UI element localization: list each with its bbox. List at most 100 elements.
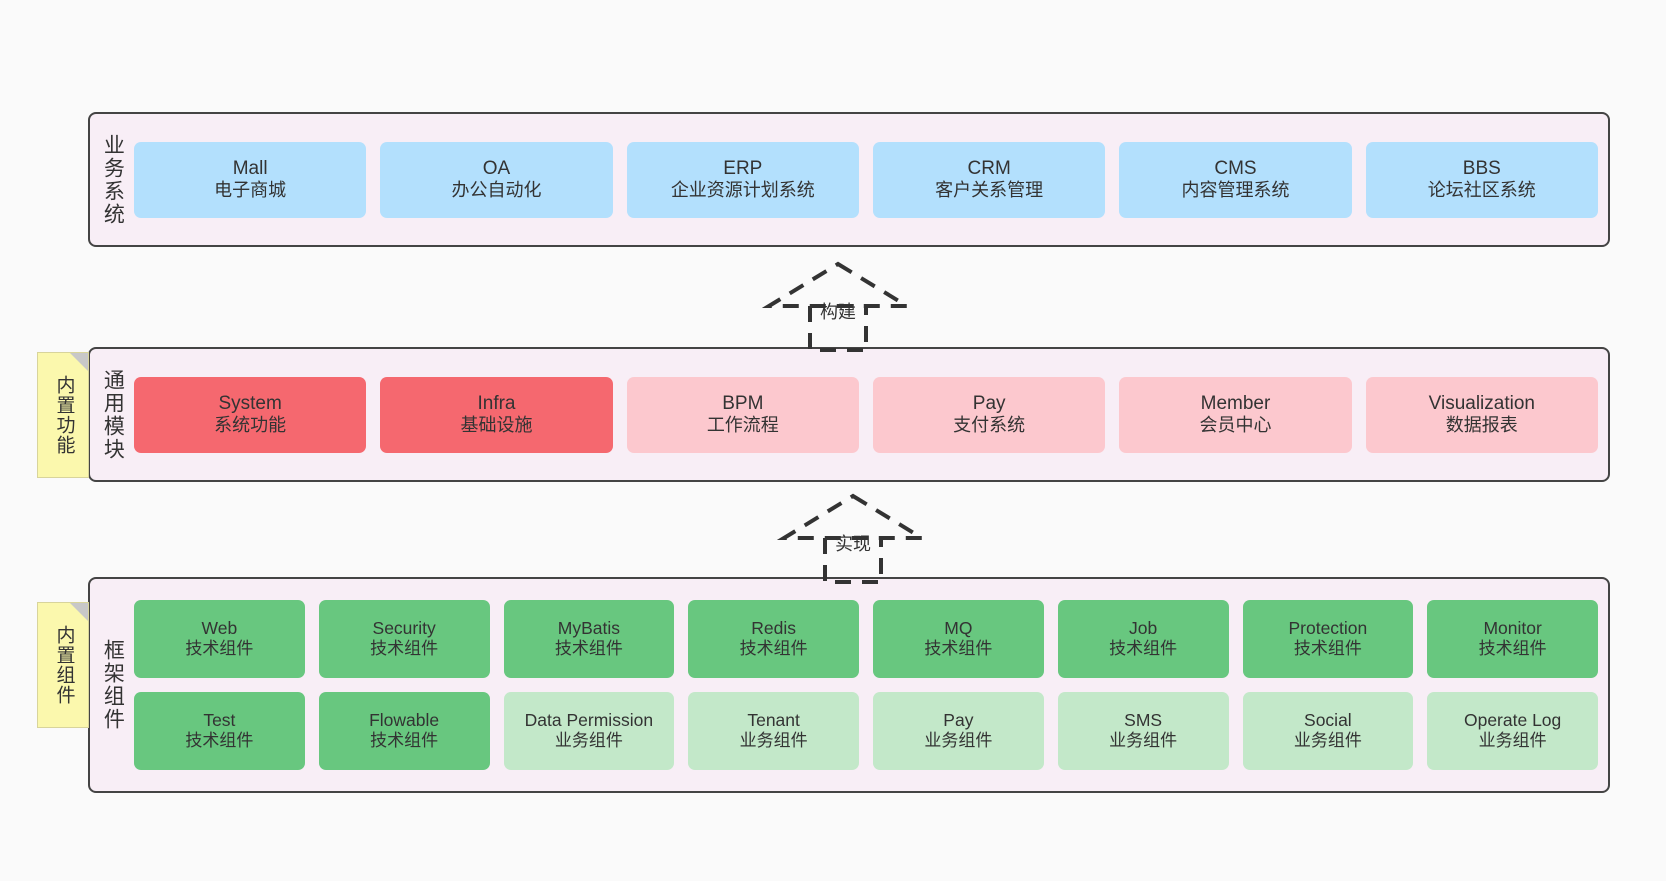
module-card-subtitle: 会员中心	[1199, 415, 1272, 436]
sticky-note-label: 内置功能	[53, 375, 75, 455]
module-card-subtitle: 基础设施	[460, 415, 533, 436]
module-card-subtitle: 客户关系管理	[935, 180, 1044, 201]
component-card-subtitle: 业务组件	[1109, 731, 1178, 751]
module-card-title: Infra	[477, 392, 516, 414]
module-card-subtitle: 数据报表	[1445, 415, 1518, 436]
sticky-note-label: 内置组件	[53, 625, 75, 705]
component-card-title: Job	[1129, 617, 1158, 638]
layer-row: Mall 电子商城 OA 办公自动化 ERP 企业资源计划系统 CRM 客户关系…	[134, 141, 1598, 218]
component-card-operate-log[interactable]: Operate Log 业务组件	[1427, 692, 1598, 770]
connector-build-shape	[761, 261, 915, 352]
component-card-social[interactable]: Social 业务组件	[1242, 692, 1414, 770]
component-card-title: Social	[1304, 709, 1352, 730]
module-card-cms[interactable]: CMS 内容管理系统	[1119, 141, 1352, 218]
layer-title-common-module: 通用模块	[101, 368, 125, 461]
module-card-system[interactable]: System 系统功能	[134, 376, 367, 453]
module-card-title: OA	[482, 157, 511, 179]
component-card-subtitle: 技术组件	[185, 731, 254, 751]
component-card-subtitle: 技术组件	[739, 639, 808, 659]
component-card-subtitle: 业务组件	[924, 731, 993, 751]
component-card-subtitle: 技术组件	[1109, 639, 1178, 659]
module-card-oa[interactable]: OA 办公自动化	[380, 141, 613, 218]
module-card-member[interactable]: Member 会员中心	[1119, 376, 1352, 453]
component-card-subtitle: 业务组件	[739, 731, 808, 751]
module-card-crm[interactable]: CRM 客户关系管理	[872, 141, 1106, 218]
component-card-subtitle: 业务组件	[1293, 731, 1362, 751]
module-card-bbs[interactable]: BBS 论坛社区系统	[1365, 141, 1598, 218]
component-card-subtitle: 业务组件	[1478, 731, 1547, 751]
module-card-title: ERP	[723, 157, 763, 179]
module-card-mall[interactable]: Mall 电子商城	[134, 141, 367, 218]
component-card-subtitle: 技术组件	[1293, 639, 1362, 659]
connector-build-label: 构建	[820, 302, 856, 322]
component-card-title: Test	[203, 709, 236, 730]
component-card-security[interactable]: Security 技术组件	[318, 600, 490, 678]
module-card-pay[interactable]: Pay 支付系统	[872, 376, 1106, 453]
layer-business-system: 业务系统 Mall 电子商城 OA 办公自动化 ERP 企业资源计划系统 CRM…	[88, 112, 1610, 247]
component-card-title: MQ	[944, 617, 973, 638]
component-card-subtitle: 技术组件	[185, 639, 254, 659]
module-card-title: CMS	[1214, 157, 1257, 179]
component-card-title: Monitor	[1483, 617, 1542, 638]
module-card-title: BPM	[722, 392, 764, 414]
module-card-visualization[interactable]: Visualization 数据报表	[1365, 376, 1598, 453]
layer-title-framework-component: 框架组件	[101, 639, 125, 731]
component-card-subtitle: 技术组件	[1478, 639, 1547, 659]
note-fold-corner	[70, 603, 88, 621]
component-card-title: Security	[372, 617, 436, 638]
component-card-sms[interactable]: SMS 业务组件	[1057, 692, 1229, 770]
component-card-job[interactable]: Job 技术组件	[1057, 600, 1229, 678]
component-card-mq[interactable]: MQ 技术组件	[873, 600, 1044, 678]
component-card-subtitle: 技术组件	[924, 639, 993, 659]
component-card-title: Pay	[943, 709, 974, 730]
component-card-title: Web	[201, 617, 238, 638]
component-card-subtitle: 业务组件	[554, 731, 623, 751]
component-card-data-permission[interactable]: Data Permission 业务组件	[503, 692, 675, 770]
module-card-erp[interactable]: ERP 企业资源计划系统	[626, 141, 859, 218]
module-card-title: CRM	[967, 157, 1011, 179]
component-card-title: Data Permission	[524, 709, 654, 730]
component-card-subtitle: 技术组件	[370, 639, 439, 659]
sticky-note-builtin-function: 内置功能	[37, 352, 89, 478]
layer-body-common-module: System 系统功能 Infra 基础设施 BPM 工作流程 Pay 支付系统…	[134, 349, 1608, 480]
component-card-subtitle: 技术组件	[370, 731, 439, 751]
module-card-subtitle: 支付系统	[953, 415, 1026, 436]
layer-row: Web 技术组件 Security 技术组件 MyBatis 技术组件 Redi…	[134, 600, 1598, 678]
component-card-mybatis[interactable]: MyBatis 技术组件	[503, 600, 675, 678]
component-card-tenant[interactable]: Tenant 业务组件	[688, 692, 859, 770]
layer-row: Test 技术组件 Flowable 技术组件 Data Permission …	[134, 692, 1598, 770]
connector-implement-shape	[776, 493, 930, 584]
component-card-protection[interactable]: Protection 技术组件	[1242, 600, 1414, 678]
component-card-title: Flowable	[369, 709, 440, 730]
component-card-monitor[interactable]: Monitor 技术组件	[1427, 600, 1598, 678]
layer-common-module: 通用模块 System 系统功能 Infra 基础设施 BPM 工作流程 Pay…	[88, 347, 1610, 482]
module-card-subtitle: 企业资源计划系统	[670, 180, 815, 201]
module-card-subtitle: 办公自动化	[451, 180, 542, 201]
layer-body-framework-component: Web 技术组件 Security 技术组件 MyBatis 技术组件 Redi…	[134, 579, 1608, 791]
module-card-title: Member	[1200, 392, 1271, 414]
layer-framework-component: 框架组件 Web 技术组件 Security 技术组件 MyBatis 技术组件…	[88, 577, 1610, 793]
component-card-redis[interactable]: Redis 技术组件	[688, 600, 859, 678]
component-card-web[interactable]: Web 技术组件	[134, 600, 305, 678]
component-card-test[interactable]: Test 技术组件	[134, 692, 305, 770]
component-card-subtitle: 技术组件	[554, 639, 623, 659]
component-card-title: Redis	[751, 617, 796, 638]
module-card-title: Pay	[972, 392, 1006, 414]
connector-implement-label: 实现	[835, 534, 871, 554]
module-card-infra[interactable]: Infra 基础设施	[380, 376, 613, 453]
component-card-flowable[interactable]: Flowable 技术组件	[318, 692, 490, 770]
component-card-title: Tenant	[747, 709, 800, 730]
module-card-subtitle: 工作流程	[706, 415, 779, 436]
sticky-note-builtin-component: 内置组件	[37, 602, 89, 728]
module-card-title: Visualization	[1428, 392, 1535, 414]
module-card-subtitle: 系统功能	[214, 415, 287, 436]
module-card-subtitle: 内容管理系统	[1181, 180, 1290, 201]
module-card-title: System	[218, 392, 282, 414]
module-card-bpm[interactable]: BPM 工作流程	[626, 376, 859, 453]
module-card-subtitle: 论坛社区系统	[1427, 180, 1536, 201]
note-fold-corner	[70, 353, 88, 371]
module-card-title: BBS	[1462, 157, 1501, 179]
component-card-pay[interactable]: Pay 业务组件	[873, 692, 1044, 770]
component-card-title: SMS	[1124, 709, 1163, 730]
